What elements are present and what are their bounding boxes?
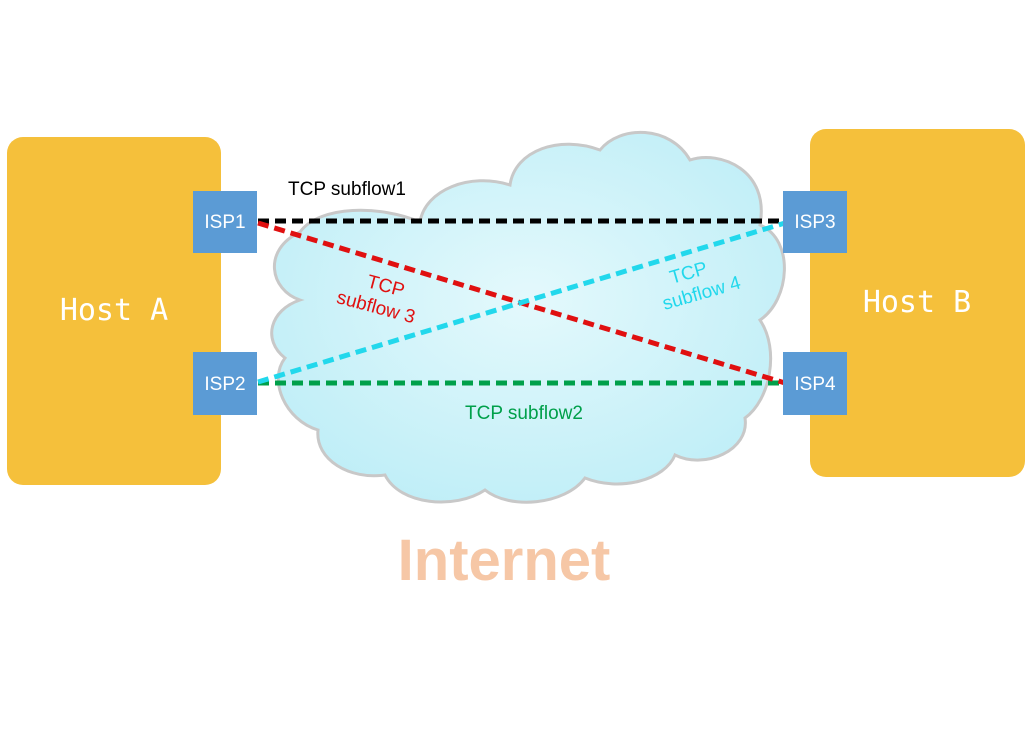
cloud-shape (270, 130, 786, 504)
isp1-box (193, 191, 257, 253)
host-b-label: Host B (863, 285, 971, 320)
host-b-box (810, 129, 1025, 477)
isp4-label: ISP4 (794, 374, 836, 395)
isp2-box (193, 352, 257, 415)
internet-label: Internet (398, 528, 611, 593)
host-a-box (7, 137, 221, 485)
subflow1-label: TCP subflow1 (288, 179, 406, 200)
host-a-label: Host A (60, 293, 168, 328)
isp3-box (783, 191, 847, 253)
isp2-label: ISP2 (204, 374, 245, 395)
isp1-label: ISP1 (204, 212, 245, 233)
internet-cloud (270, 130, 786, 504)
isp3-label: ISP3 (794, 212, 835, 233)
isp4-box (783, 352, 847, 415)
subflow4-line (257, 220, 786, 385)
subflow2-label: TCP subflow2 (465, 403, 583, 424)
